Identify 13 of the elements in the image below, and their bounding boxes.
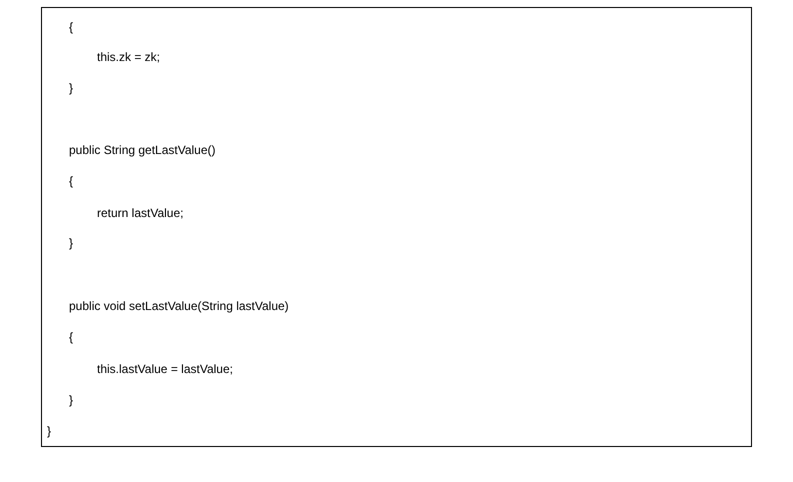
code-line: } bbox=[69, 81, 74, 95]
code-box bbox=[41, 7, 752, 447]
code-line: this.lastValue = lastValue; bbox=[97, 362, 233, 376]
code-line: { bbox=[69, 330, 74, 344]
code-line: } bbox=[47, 424, 52, 438]
code-line: } bbox=[69, 393, 74, 407]
code-line: return lastValue; bbox=[97, 206, 184, 220]
code-line: this.zk = zk; bbox=[97, 50, 160, 64]
code-line: public String getLastValue() bbox=[69, 143, 216, 157]
code-line: { bbox=[69, 20, 74, 34]
code-line: } bbox=[69, 236, 74, 250]
code-line: { bbox=[69, 174, 74, 188]
code-line: public void setLastValue(String lastValue) bbox=[69, 299, 289, 313]
